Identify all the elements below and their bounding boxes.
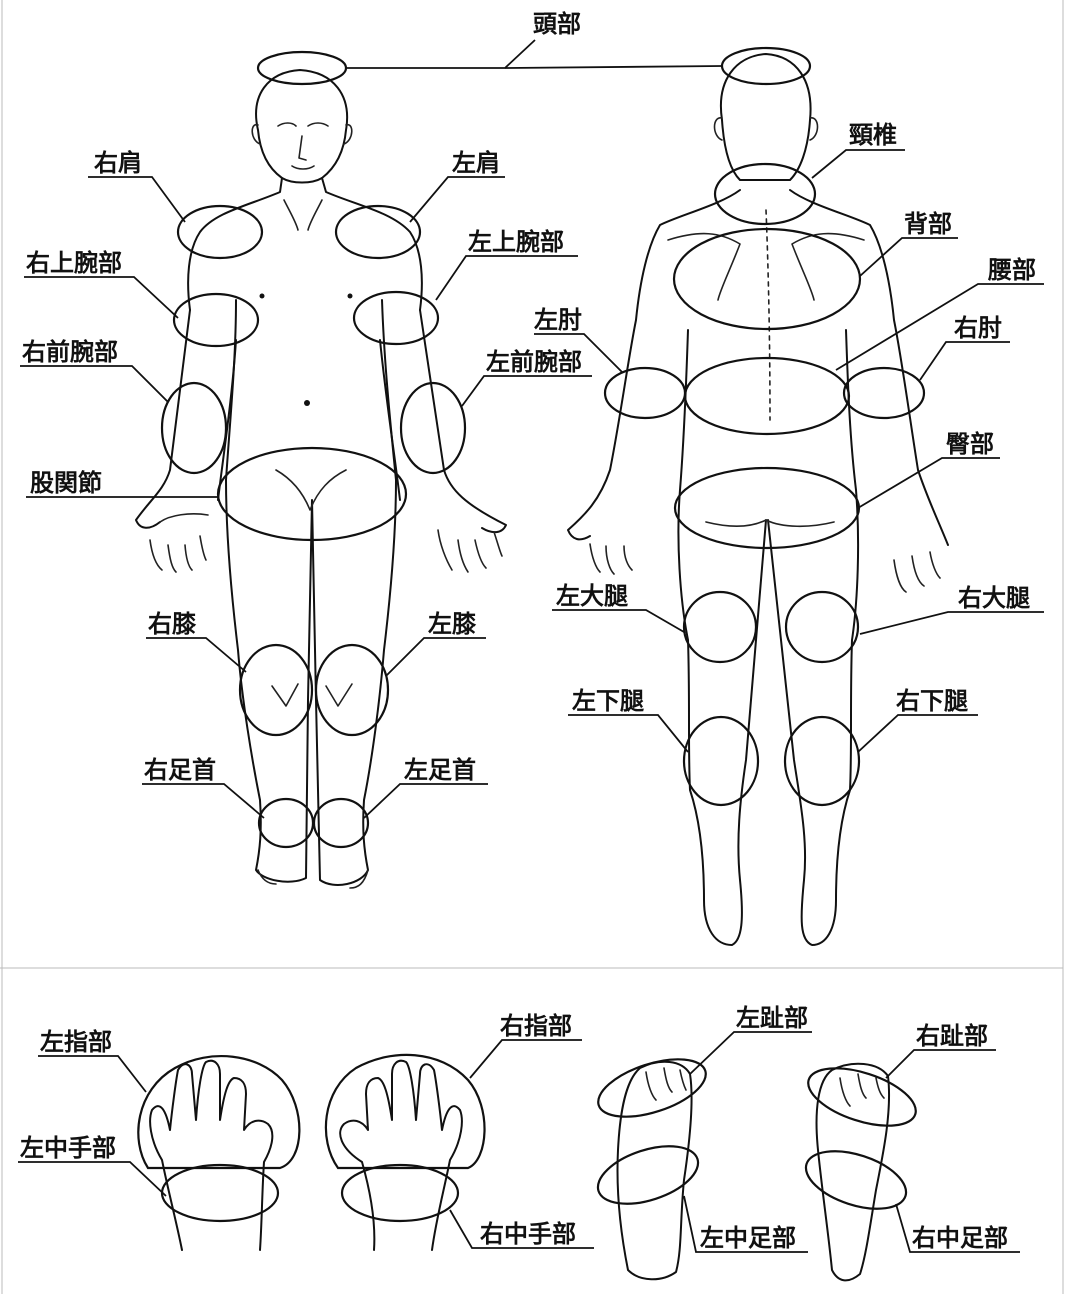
leader-right-elbow bbox=[920, 342, 1010, 380]
leader-back bbox=[860, 238, 958, 276]
back-body-figure bbox=[568, 54, 948, 945]
leader-left-thigh bbox=[552, 610, 684, 632]
label-right-forearm: 右前腕部 bbox=[22, 338, 118, 366]
label-right-midfoot: 右中足部 bbox=[912, 1224, 1008, 1252]
leader-lumbar bbox=[836, 284, 1044, 370]
region-ring-back[interactable] bbox=[674, 229, 860, 329]
label-left-thigh: 左大腿 bbox=[556, 582, 628, 610]
region-ring-right-knee[interactable] bbox=[240, 645, 312, 735]
label-hip-joint: 股関節 bbox=[30, 469, 102, 497]
leader-right-thigh bbox=[860, 612, 1044, 634]
region-ring-head-front[interactable] bbox=[258, 52, 346, 84]
region-ring-left-lower-leg[interactable] bbox=[684, 717, 758, 805]
label-buttocks: 臀部 bbox=[946, 430, 994, 458]
region-ring-buttocks[interactable] bbox=[675, 468, 859, 548]
label-right-lower-leg: 右下腿 bbox=[896, 687, 968, 715]
leader-head bbox=[346, 40, 535, 68]
label-right-metacarpal: 右中手部 bbox=[480, 1220, 576, 1248]
region-ring-right-ankle[interactable] bbox=[259, 799, 313, 847]
label-right-ankle: 右足首 bbox=[144, 756, 216, 784]
region-ring-right-upper-arm[interactable] bbox=[174, 294, 258, 346]
label-right-knee: 右膝 bbox=[148, 610, 197, 638]
label-left-metacarpal: 左中手部 bbox=[20, 1134, 116, 1162]
label-head: 頭部 bbox=[533, 10, 581, 38]
leader-left-shoulder bbox=[410, 177, 505, 222]
leader-left-knee bbox=[386, 638, 486, 676]
region-ring-left-toes[interactable] bbox=[591, 1048, 712, 1128]
region-ring-right-thigh[interactable] bbox=[786, 592, 858, 662]
region-ring-left-thigh[interactable] bbox=[684, 592, 756, 662]
leader-right-toes bbox=[886, 1050, 996, 1078]
region-ring-left-upper-arm[interactable] bbox=[354, 292, 438, 344]
label-left-elbow: 左肘 bbox=[534, 306, 582, 334]
region-ring-right-metacarpal[interactable] bbox=[342, 1165, 458, 1221]
region-ring-left-fingers[interactable] bbox=[138, 1056, 299, 1168]
label-right-elbow: 右肘 bbox=[954, 314, 1002, 342]
label-left-shoulder: 左肩 bbox=[452, 149, 500, 177]
label-left-toes: 左趾部 bbox=[736, 1004, 808, 1032]
region-ring-lumbar[interactable] bbox=[685, 358, 849, 434]
leader-right-ankle bbox=[142, 784, 264, 818]
label-left-ankle: 左足首 bbox=[404, 756, 476, 784]
label-right-fingers: 右指部 bbox=[500, 1012, 572, 1040]
region-ring-left-shoulder[interactable] bbox=[336, 206, 420, 258]
label-left-lower-leg: 左下腿 bbox=[572, 687, 644, 715]
leader-right-shoulder bbox=[88, 177, 185, 222]
region-markers bbox=[138, 48, 924, 1221]
region-ring-neck[interactable] bbox=[715, 164, 815, 224]
region-ring-left-ankle[interactable] bbox=[314, 799, 368, 847]
region-labels: 頭部 頸椎 右肩 左肩 右上腕部 左上腕部 右前腕部 左前腕部 股関節 右膝 左… bbox=[20, 10, 1036, 1252]
leader-left-toes bbox=[690, 1032, 812, 1074]
label-left-midfoot: 左中足部 bbox=[700, 1224, 796, 1252]
leader-left-fingers bbox=[38, 1056, 146, 1092]
leader-left-lower-leg bbox=[568, 715, 688, 752]
label-right-upper-arm: 右上腕部 bbox=[26, 249, 122, 277]
region-ring-left-knee[interactable] bbox=[316, 645, 388, 735]
region-ring-left-elbow[interactable] bbox=[605, 368, 685, 418]
region-ring-right-elbow[interactable] bbox=[844, 368, 924, 418]
leader-left-upper-arm bbox=[436, 256, 578, 300]
region-ring-right-shoulder[interactable] bbox=[178, 206, 262, 258]
leader-right-fingers bbox=[470, 1040, 582, 1078]
leader-left-metacarpal bbox=[18, 1162, 166, 1196]
label-right-toes: 右趾部 bbox=[916, 1022, 988, 1050]
leader-neck bbox=[812, 150, 905, 178]
leader-right-lower-leg bbox=[858, 715, 978, 752]
leader-left-forearm bbox=[462, 376, 592, 406]
region-ring-right-forearm[interactable] bbox=[162, 383, 226, 473]
leader-head-back bbox=[505, 66, 722, 68]
label-right-shoulder: 右肩 bbox=[94, 149, 142, 177]
hands-figure bbox=[150, 1061, 462, 1250]
region-ring-left-metacarpal[interactable] bbox=[162, 1165, 278, 1221]
label-lumbar: 腰部 bbox=[987, 256, 1036, 284]
label-neck: 頸椎 bbox=[849, 121, 897, 149]
region-ring-right-lower-leg[interactable] bbox=[785, 717, 859, 805]
region-ring-right-midfoot[interactable] bbox=[799, 1140, 913, 1220]
label-left-fingers: 左指部 bbox=[40, 1028, 112, 1056]
label-left-knee: 左膝 bbox=[428, 610, 477, 638]
leader-right-upper-arm bbox=[24, 277, 178, 318]
leader-right-forearm bbox=[20, 366, 168, 402]
label-right-thigh: 右大腿 bbox=[958, 584, 1030, 612]
label-left-forearm: 左前腕部 bbox=[486, 348, 582, 376]
label-left-upper-arm: 左上腕部 bbox=[468, 228, 564, 256]
label-back: 背部 bbox=[904, 210, 952, 238]
leader-right-knee bbox=[146, 638, 246, 672]
leader-left-ankle bbox=[364, 784, 488, 818]
